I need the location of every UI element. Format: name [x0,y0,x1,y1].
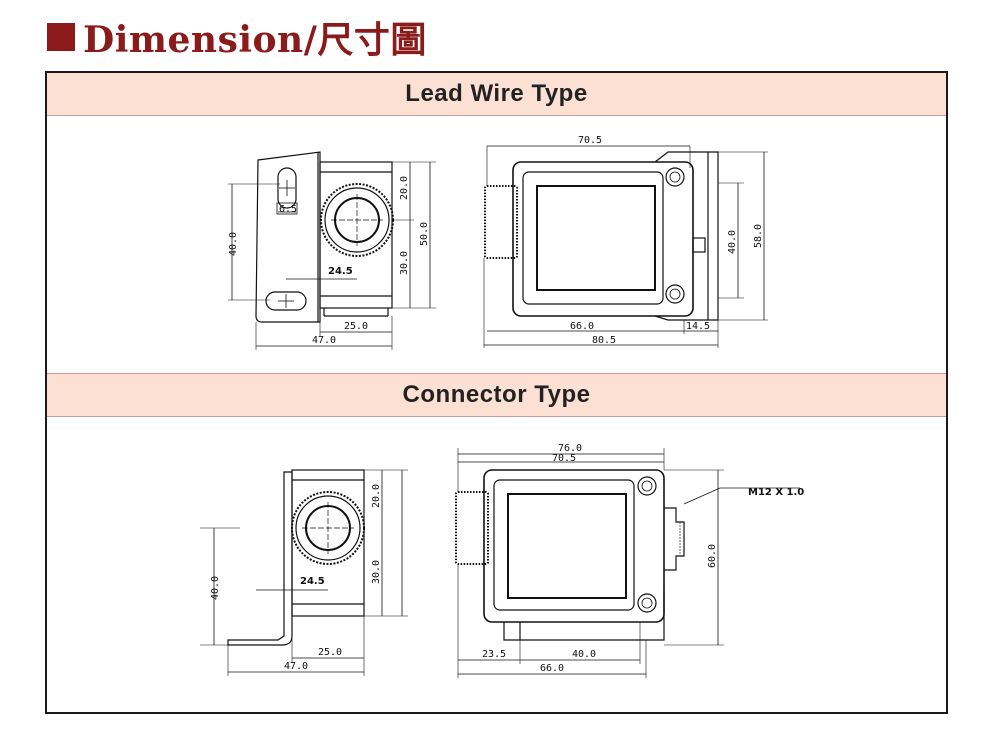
dim-h30-connector: 30.0 [371,560,382,584]
dim-w25: 25.0 [344,321,368,332]
page-title: Dimension/尺寸圖 [47,12,427,62]
dim-h20: 20.0 [399,176,410,200]
bracket-front [654,151,719,321]
dim-offset-24-connector: 24.5 [300,576,325,587]
dim-w66: 66.0 [570,321,594,332]
dim-w66-connector: 66.0 [540,663,564,674]
dim-h58: 58.0 [753,224,764,248]
mount-slot-top [277,167,297,209]
bracket-outline [255,151,321,323]
dim-w80: 80.5 [592,335,616,346]
connector-body-front [483,469,665,623]
dim-w40-connector: 40.0 [572,649,596,660]
dim-h30: 30.0 [399,251,410,275]
section-header-lead-wire: Lead Wire Type [47,73,946,116]
dim-h60: 60.0 [707,544,718,568]
page-title-text: Dimension/尺寸圖 [83,19,427,61]
thread-spec-label: M12 X 1.0 [748,487,804,498]
dim-w25-connector: 25.0 [318,647,342,658]
section-label-connector: Connector Type [402,381,591,408]
connector-side-view: 24.5 40.0 20.0 30.0 25.0 47.0 [200,469,408,676]
dim-height-40: 40.0 [228,232,239,256]
lead-wire-front-view: 70.5 66.0 14.5 80.5 40.0 58.0 [483,135,768,348]
connector-body-side [291,469,365,617]
section-label-lead-wire: Lead Wire Type [405,80,588,107]
dim-w14: 14.5 [686,321,710,332]
dim-w70: 70.5 [578,135,602,146]
section-header-connector: Connector Type [47,373,946,417]
dim-w76: 76.0 [558,443,582,454]
dim-w70-connector: 70.5 [552,453,576,464]
dim-w47-connector: 47.0 [284,661,308,672]
dim-height-40-connector: 40.0 [210,576,221,600]
bracket-base [503,590,665,641]
dim-w47: 47.0 [312,335,336,346]
dim-w23: 23.5 [482,649,506,660]
dim-h40-front: 40.0 [727,230,738,254]
dimension-frame: Lead Wire Type Connector Type [45,71,948,714]
l-bracket [227,471,293,646]
mount-slot-bottom [265,291,307,311]
m12-connector [664,507,685,571]
lead-wire-side-view: 6.5 40.0 24.5 20.0 30.0 50.0 25.0 47.0 [228,151,436,350]
connector-front-view: 76.0 70.5 M12 X 1.0 60.0 23.5 40.0 66.0 [455,443,804,678]
dim-offset-24: 24.5 [328,266,353,277]
sensor-body-side [319,161,393,309]
dim-slot-width: 6.5 [279,204,297,215]
title-bullet-square [47,23,75,51]
dim-h50: 50.0 [419,222,430,246]
dim-h20-connector: 20.0 [371,484,382,508]
